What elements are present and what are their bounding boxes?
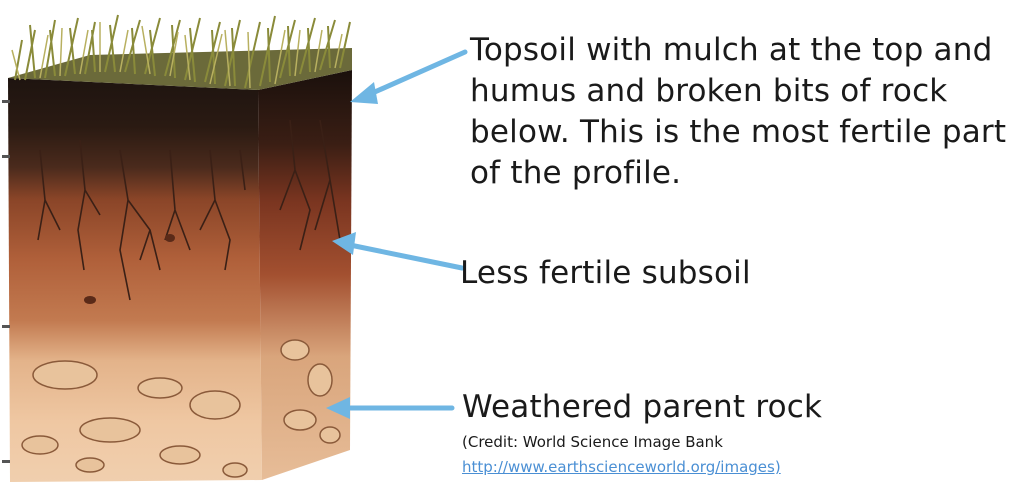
soil-profile-illustration xyxy=(0,0,360,497)
arrow-subsoil xyxy=(350,245,462,268)
subsoil-label: Less fertile subsoil xyxy=(460,253,860,294)
arrow-topsoil xyxy=(368,52,465,95)
topsoil-label: Topsoil with mulch at the top and humus … xyxy=(470,30,1010,194)
credit-text: (Credit: World Science Image Bank xyxy=(462,432,723,452)
margin-mark xyxy=(2,325,10,328)
margin-mark xyxy=(2,100,10,103)
front-face xyxy=(8,78,262,482)
margin-mark xyxy=(2,155,10,158)
credit-link[interactable]: http://www.earthscienceworld.org/images) xyxy=(462,457,781,477)
parent-rock-label: Weathered parent rock xyxy=(462,387,982,428)
margin-mark xyxy=(2,460,10,463)
